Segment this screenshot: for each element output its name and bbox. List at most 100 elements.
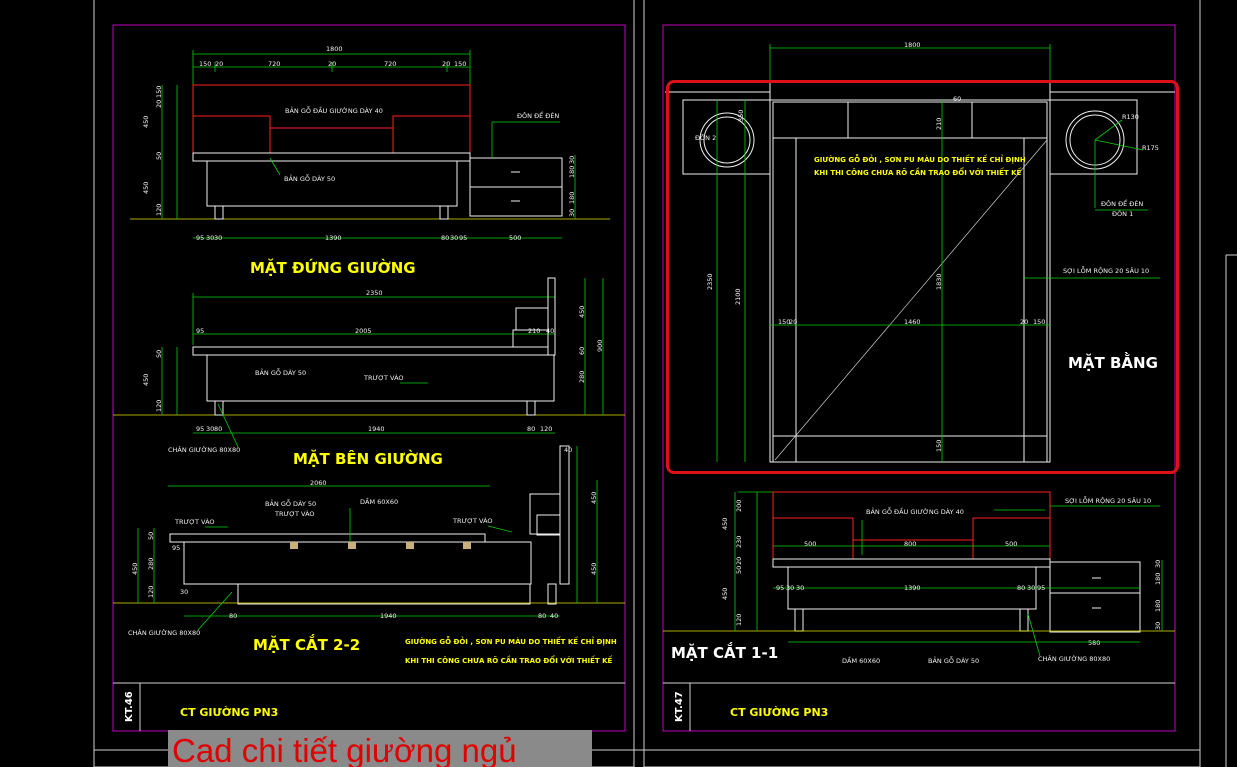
plan-note-line-1: GIƯỜNG GỖ ĐỎI , SƠN PU MÀU DO THIẾT KẾ C… — [814, 154, 1026, 164]
label-stool-2: ĐÔN 2 — [695, 133, 716, 142]
dim-section-small: 95 — [172, 544, 180, 552]
dim-side-left: 50 — [155, 350, 163, 358]
dim-front-bottom: 500 — [509, 234, 521, 242]
dim-front-seg: 20 — [215, 60, 223, 68]
label-board-50: BẢN GỖ DÀY 50 — [284, 173, 335, 183]
label-r175: R175 — [1142, 144, 1159, 152]
dim-side-bottom: 80 — [527, 425, 535, 433]
label-stool-1: ĐÔN 1 — [1112, 209, 1133, 218]
dim-front-seg: 720 — [384, 60, 396, 68]
dim-section-bottom: 1390 — [904, 584, 921, 592]
sheet-id-left: KT.46 — [124, 691, 135, 722]
dim-section-left: 120 — [147, 586, 155, 598]
dim-section-left: 450 — [721, 588, 729, 600]
section-2-2: 2060 BẢN GỖ DÀY 50 TRƯỢT VÀO TRƯỢT VÀO T… — [113, 445, 625, 665]
label-section-slat: SỢI LỖM RỘNG 20 SÂU 10 — [1065, 495, 1151, 505]
dim-side-total: 2350 — [366, 289, 383, 297]
view-title-front: MẶT ĐỨNG GIƯỜNG — [250, 257, 416, 277]
dim-section-bottom: 30 — [796, 584, 804, 592]
sheet-title-right: CT GIƯỜNG PN3 — [730, 706, 828, 719]
dim-front-left: 50 — [155, 152, 163, 160]
dim-section-bottom: 80 — [538, 612, 546, 620]
dim-side-top: 2005 — [355, 327, 372, 335]
dim-section-left: 450 — [131, 563, 139, 575]
view-title-section-1-1: MẶT CẮT 1-1 — [671, 641, 778, 662]
dim-side-top: 95 — [196, 327, 204, 335]
label-r130: R130 — [1122, 113, 1139, 121]
label-section-leg: CHÂN GIƯỜNG 80X80 — [1038, 654, 1110, 663]
dim-front-left: 450 — [142, 116, 150, 128]
dim-side-bottom: 80 — [214, 425, 222, 433]
label-plan-slat: SỢI LỖM RỘNG 20 SÂU 10 — [1063, 265, 1149, 275]
label-nightstand: ĐÔN ĐỂ ĐÈN — [517, 110, 559, 120]
dim-section-bottom: 80 — [229, 612, 237, 620]
dim-section-right: 450 — [590, 492, 598, 504]
dim-section-left: 200 — [735, 500, 743, 512]
dim-front-seg: 20 — [328, 60, 336, 68]
dim-section-right: 180 — [1154, 573, 1162, 585]
view-title-plan: MẶT BẰNG — [1068, 351, 1158, 372]
label-leg-side: CHÂN GIƯỜNG 80X80 — [168, 445, 240, 454]
label-slide-in: TRƯỢT VÀO — [452, 516, 493, 525]
dim-plan-v: 2100 — [734, 288, 742, 305]
dim-section-right: 450 — [590, 563, 598, 575]
sheet-title-left: CT GIƯỜNG PN3 — [180, 706, 278, 719]
dim-front-right: 30 — [568, 209, 576, 217]
caption-banner: Cad chi tiết giường ngủ — [168, 730, 592, 767]
dim-section-small: 30 — [180, 588, 188, 596]
dim-section-bottom: 30 — [1027, 584, 1035, 592]
dim-side-right: 60 — [578, 347, 586, 355]
dim-section-bottom: 30 — [786, 584, 794, 592]
dim-side-left: 450 — [142, 374, 150, 386]
dim-section-left: 20 — [735, 557, 743, 565]
plan-view: 1800 ĐÔN 2 R130 R175 2 — [665, 41, 1175, 463]
dim-front-seg: 150 — [454, 60, 466, 68]
dim-plan-v: 2350 — [706, 273, 714, 290]
dim-front-bottom: 30 — [450, 234, 458, 242]
label-slide-in: TRƯỢT VÀO — [174, 517, 215, 526]
dim-section-right: 180 — [1154, 600, 1162, 612]
dim-plan-v: 210 — [935, 118, 943, 130]
side-elevation: 2350 95 2005 210 40 BẢN GỖ DÀY 50 TRƯỢT … — [113, 277, 625, 468]
dim-side-bottom: 1940 — [368, 425, 385, 433]
section-1-1: BẢN GỖ ĐẦU GIƯỜNG DÀY 40 SỢI LỖM RỘNG 20… — [663, 491, 1175, 665]
dim-section-bottom: 580 — [1088, 639, 1100, 647]
dim-plan-v: 1830 — [935, 273, 943, 290]
dim-plan-h: 20 — [789, 318, 797, 326]
dim-front-left: 20 — [155, 100, 163, 108]
label-section-beam: DẦM 60X60 — [842, 655, 880, 665]
dim-front-right: 180 — [568, 166, 576, 178]
label-board-50-section: BẢN GỖ DÀY 50 — [265, 498, 316, 508]
dim-front-total: 1800 — [326, 45, 343, 53]
view-title-section: MẶT CẮT 2-2 — [253, 633, 360, 654]
dim-section-bottom: 95 — [776, 584, 784, 592]
dim-side-right: 280 — [578, 371, 586, 383]
sheet-id-right: KT.47 — [674, 691, 685, 722]
dim-front-seg: 150 — [199, 60, 211, 68]
dim-section-bottom: 80 — [1017, 584, 1025, 592]
dim-front-seg: 720 — [268, 60, 280, 68]
dim-side-bottom: 30 — [206, 425, 214, 433]
dim-section-left: 280 — [147, 558, 155, 570]
dim-front-bottom: 95 — [196, 234, 204, 242]
right-sheet-border — [662, 24, 1176, 732]
plan-note-line-2: KHI THI CÔNG CHƯA RÕ CẦN TRAO ĐỔI VỚI TH… — [814, 167, 1022, 177]
dim-front-left: 120 — [155, 204, 163, 216]
label-board-50-side: BẢN GỖ DÀY 50 — [255, 367, 306, 377]
dim-section-left: 50 — [147, 532, 155, 540]
label-slide-in: TRƯỢT VÀO — [363, 373, 404, 382]
dim-section-right: 40 — [564, 446, 572, 454]
dim-side-bottom: 95 — [196, 425, 204, 433]
label-section-headboard: BẢN GỖ ĐẦU GIƯỜNG DÀY 40 — [866, 506, 964, 516]
dim-section-bottom: 40 — [550, 612, 558, 620]
dim-section-seg: 800 — [904, 540, 916, 548]
dim-side-right: 900 — [596, 340, 604, 352]
dim-section-bottom: 95 — [1037, 584, 1045, 592]
dim-plan-h: 1460 — [904, 318, 921, 326]
dim-section-left: 450 — [721, 518, 729, 530]
dim-section-total: 2060 — [310, 479, 327, 487]
dim-section-left: 230 — [735, 536, 743, 548]
dim-front-bottom: 30 — [214, 234, 222, 242]
dim-plan-v: 150 — [935, 440, 943, 452]
